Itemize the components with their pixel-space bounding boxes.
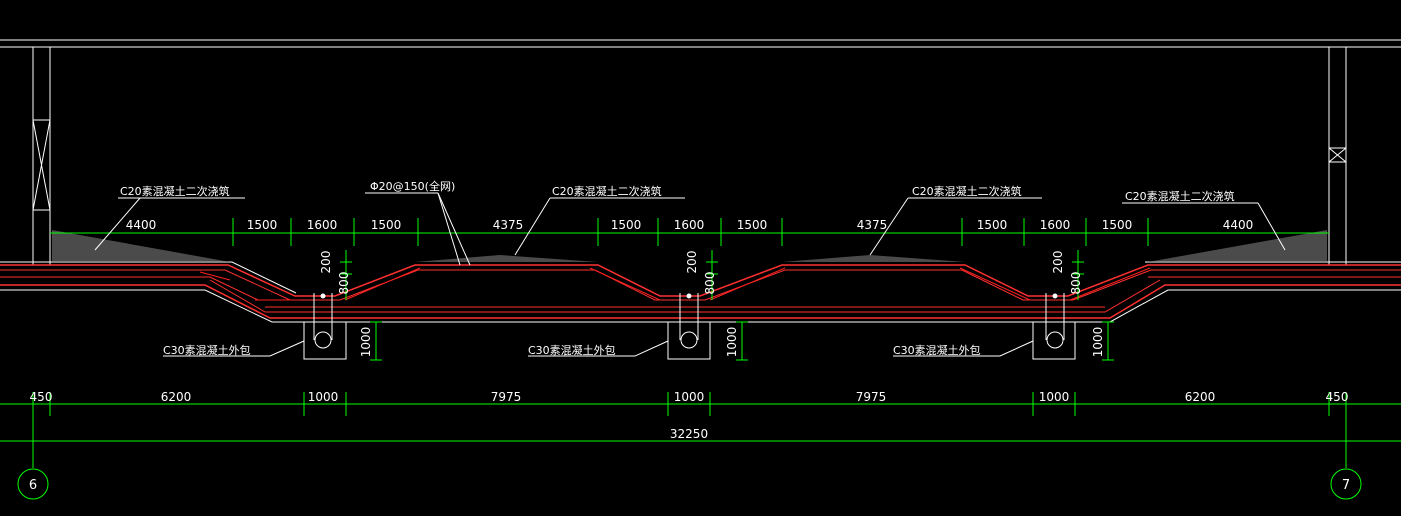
axis-bubble-6 <box>17 468 49 500</box>
note-c20-mid-right: C20素混凝土二次浇筑 <box>912 184 1022 198</box>
bottom-dim-9: 450 <box>1326 390 1349 404</box>
slab-outline <box>0 261 1401 323</box>
leader-lines <box>94 192 1286 357</box>
bottom-dim-2: 6200 <box>161 390 192 404</box>
top-dim-10: 1500 <box>977 218 1008 232</box>
roof-lines <box>0 39 1401 48</box>
pit1-dim-1000: 1000 <box>359 327 373 358</box>
pit3-dim-1000: 1000 <box>1091 327 1105 358</box>
top-dim-2: 1500 <box>247 218 278 232</box>
vertical-dimensions <box>340 250 1114 361</box>
bottom-dimension-chain <box>0 392 1401 468</box>
top-dimension-labels: 4400 1500 1600 1500 4375 1500 1600 1500 … <box>126 218 1254 232</box>
fill-areas <box>52 230 1327 262</box>
bottom-dim-5: 1000 <box>674 390 705 404</box>
note-c30-2: C30素混凝土外包 <box>528 343 616 357</box>
bottom-dim-7: 1000 <box>1039 390 1070 404</box>
top-dim-12: 1500 <box>1102 218 1133 232</box>
top-dim-7: 1600 <box>674 218 705 232</box>
note-c30-1: C30素混凝土外包 <box>163 343 251 357</box>
axis-bubbles: 6 7 <box>17 468 1362 500</box>
top-dim-6: 1500 <box>611 218 642 232</box>
pit3-dim-800: 800 <box>1069 272 1083 295</box>
fill-left <box>52 230 230 262</box>
left-wall <box>32 47 51 265</box>
pit2-dim-1000: 1000 <box>725 327 739 358</box>
top-dim-4: 1500 <box>371 218 402 232</box>
fill-right <box>1148 230 1327 262</box>
axis-label-6: 6 <box>29 478 37 493</box>
top-dim-8: 1500 <box>737 218 768 232</box>
bottom-dim-3: 1000 <box>308 390 339 404</box>
top-dim-5: 4375 <box>493 218 524 232</box>
right-wall <box>1328 47 1347 265</box>
pit-1 <box>303 293 347 360</box>
pit1-dim-800: 800 <box>337 272 351 295</box>
pit2-dim-800: 800 <box>703 272 717 295</box>
annotation-texts: C20素混凝土二次浇筑 Φ20@150(全网) C20素混凝土二次浇筑 C20素… <box>120 179 1235 357</box>
vertical-dimension-labels: 200 800 1000 200 800 1000 200 800 1000 <box>319 251 1105 358</box>
note-rebar: Φ20@150(全网) <box>370 179 455 193</box>
pit3-dim-200: 200 <box>1051 251 1065 274</box>
bottom-dim-8: 6200 <box>1185 390 1216 404</box>
rebar-lines <box>199 267 1151 301</box>
pit1-dim-200: 200 <box>319 251 333 274</box>
top-dim-11: 1600 <box>1040 218 1071 232</box>
fill-mid-left <box>415 255 598 262</box>
note-c30-3: C30素混凝土外包 <box>893 343 981 357</box>
axis-label-7: 7 <box>1342 478 1350 493</box>
top-dim-1: 4400 <box>126 218 157 232</box>
bottom-dim-6: 7975 <box>856 390 887 404</box>
bottom-dim-1: 450 <box>30 390 53 404</box>
total-dim: 32250 <box>670 427 708 441</box>
note-c20-right: C20素混凝土二次浇筑 <box>1125 189 1235 203</box>
top-dimension-chain <box>50 218 1329 246</box>
axis-bubble-7 <box>1330 468 1362 500</box>
pit2-dim-200: 200 <box>685 251 699 274</box>
note-c20-left: C20素混凝土二次浇筑 <box>120 184 230 198</box>
fill-mid-right <box>782 255 965 262</box>
top-dim-3: 1600 <box>307 218 338 232</box>
top-dim-9: 4375 <box>857 218 888 232</box>
pit-2 <box>667 293 711 360</box>
floor-slab <box>0 264 1401 319</box>
top-dim-13: 4400 <box>1223 218 1254 232</box>
drain-pits <box>303 293 1076 360</box>
bottom-dim-4: 7975 <box>491 390 522 404</box>
pit-3 <box>1032 293 1076 360</box>
note-c20-mid-left: C20素混凝土二次浇筑 <box>552 184 662 198</box>
bottom-dimension-labels: 450 6200 1000 7975 1000 7975 1000 6200 4… <box>30 390 1349 441</box>
